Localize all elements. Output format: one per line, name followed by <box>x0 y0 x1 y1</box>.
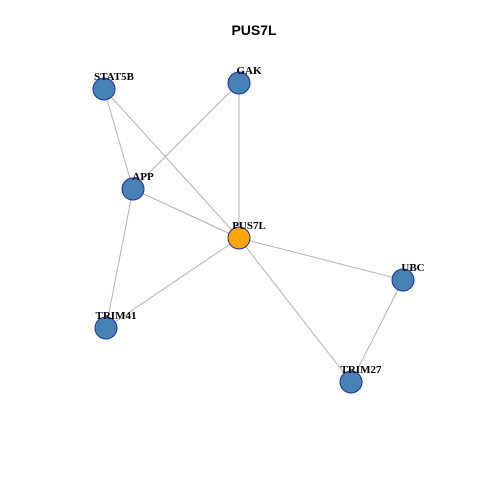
diagram-title: PUS7L <box>231 22 277 38</box>
node-ubc[interactable]: UBC <box>391 262 425 292</box>
node-label-app: APP <box>132 171 154 183</box>
node-circle-app[interactable] <box>121 177 145 201</box>
edge-gak-app <box>132 82 240 190</box>
node-label-trim41: TRIM41 <box>96 310 137 322</box>
node-circle-trim27[interactable] <box>339 370 363 394</box>
edge-stat5b-pus7l <box>103 88 240 239</box>
node-circle-pus7l[interactable] <box>227 226 251 250</box>
node-app[interactable]: APP <box>121 171 154 201</box>
edge-pus7l-ubc <box>238 237 404 281</box>
edges-layer <box>103 82 404 383</box>
edge-stat5b-app <box>103 88 134 190</box>
edge-pus7l-trim27 <box>238 237 352 383</box>
node-label-stat5b: STAT5B <box>94 71 135 83</box>
node-label-ubc: UBC <box>401 262 424 274</box>
edge-pus7l-trim41 <box>105 237 240 329</box>
node-label-trim27: TRIM27 <box>341 364 382 376</box>
node-stat5b[interactable]: STAT5B <box>92 71 135 101</box>
node-circle-stat5b[interactable] <box>92 77 116 101</box>
edge-app-trim41 <box>105 188 134 329</box>
node-circle-ubc[interactable] <box>391 268 415 292</box>
node-label-gak: GAK <box>236 65 262 77</box>
node-trim27[interactable]: TRIM27 <box>339 364 382 394</box>
node-trim41[interactable]: TRIM41 <box>94 310 137 340</box>
node-label-pus7l: PUS7L <box>232 220 266 232</box>
edge-ubc-trim27 <box>350 279 404 383</box>
node-circle-gak[interactable] <box>227 71 251 95</box>
node-gak[interactable]: GAK <box>227 65 262 95</box>
node-pus7l[interactable]: PUS7L <box>227 220 266 250</box>
node-circle-trim41[interactable] <box>94 316 118 340</box>
edge-app-pus7l <box>132 188 240 239</box>
